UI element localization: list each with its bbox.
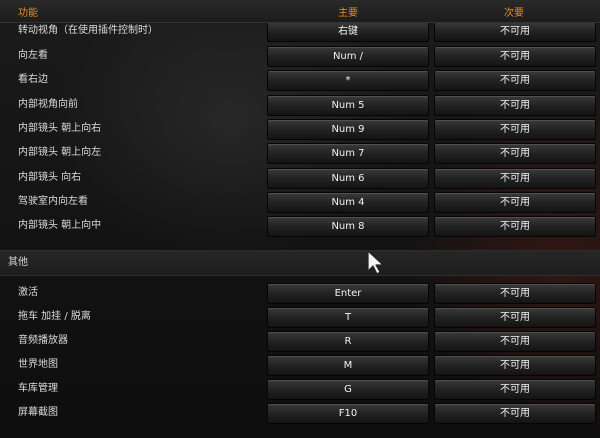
binding-row: 内部视角向前 Num 5 不可用	[0, 93, 600, 117]
action-label: 内部镜头 朝上向中	[18, 220, 102, 231]
binding-row: 内部镜头 朝上向右 Num 9 不可用	[0, 117, 600, 141]
action-label: 内部镜头 朝上向左	[18, 147, 102, 158]
action-label: 屏幕截图	[18, 407, 58, 418]
action-label: 拖车 加挂 / 脱离	[18, 311, 91, 322]
binding-row: 向左看 Num / 不可用	[0, 44, 600, 68]
section-header-other: 其他	[0, 250, 600, 276]
secondary-key-button[interactable]: 不可用	[434, 403, 596, 424]
binding-row: 世界地图 M 不可用	[0, 353, 600, 377]
action-label: 激活	[18, 287, 38, 298]
primary-key-button[interactable]: Num /	[267, 46, 429, 67]
binding-row: 内部镜头 朝上向左 Num 7 不可用	[0, 141, 600, 165]
column-primary-header: 主要	[338, 8, 358, 19]
binding-row: 驾驶室内向左看 Num 4 不可用	[0, 190, 600, 214]
secondary-key-button[interactable]: 不可用	[434, 379, 596, 400]
primary-key-button[interactable]: 右键	[267, 21, 429, 42]
secondary-key-button[interactable]: 不可用	[434, 216, 596, 237]
primary-key-button[interactable]: T	[267, 307, 429, 328]
binding-row: 拖车 加挂 / 脱离 T 不可用	[0, 305, 600, 329]
secondary-key-button[interactable]: 不可用	[434, 70, 596, 91]
secondary-key-button[interactable]: 不可用	[434, 355, 596, 376]
secondary-key-button[interactable]: 不可用	[434, 307, 596, 328]
binding-row: 激活 Enter 不可用	[0, 281, 600, 305]
action-label: 看右边	[18, 74, 48, 85]
column-secondary-header: 次要	[504, 8, 524, 19]
primary-key-button[interactable]: R	[267, 331, 429, 352]
secondary-key-button[interactable]: 不可用	[434, 331, 596, 352]
secondary-key-button[interactable]: 不可用	[434, 119, 596, 140]
primary-key-button[interactable]: G	[267, 379, 429, 400]
action-label: 世界地图	[18, 359, 58, 370]
action-label: 车库管理	[18, 383, 58, 394]
secondary-key-button[interactable]: 不可用	[434, 283, 596, 304]
action-label: 向左看	[18, 50, 48, 61]
action-label: 音频播放器	[18, 335, 68, 346]
action-label: 内部镜头 向右	[18, 172, 82, 183]
section-title: 其他	[8, 257, 28, 268]
action-label: 驾驶室内向左看	[18, 196, 88, 207]
secondary-key-button[interactable]: 不可用	[434, 95, 596, 116]
primary-key-button[interactable]: Num 6	[267, 168, 429, 189]
primary-key-button[interactable]: M	[267, 355, 429, 376]
primary-key-button[interactable]: Num 9	[267, 119, 429, 140]
column-function-header: 功能	[18, 8, 38, 19]
secondary-key-button[interactable]: 不可用	[434, 46, 596, 67]
action-label: 内部镜头 朝上向右	[18, 123, 102, 134]
primary-key-button[interactable]: Enter	[267, 283, 429, 304]
action-label: 内部视角向前	[18, 99, 78, 110]
binding-row: 内部镜头 向右 Num 6 不可用	[0, 166, 600, 190]
secondary-key-button[interactable]: 不可用	[434, 192, 596, 213]
secondary-key-button[interactable]: 不可用	[434, 143, 596, 164]
binding-row: 内部镜头 朝上向中 Num 8 不可用	[0, 214, 600, 238]
secondary-key-button[interactable]: 不可用	[434, 168, 596, 189]
primary-key-button[interactable]: Num 7	[267, 143, 429, 164]
binding-row: 音频播放器 R 不可用	[0, 329, 600, 353]
primary-key-button[interactable]: Num 8	[267, 216, 429, 237]
action-label: 转动视角（在使用插件控制时）	[18, 25, 158, 36]
binding-row: 车库管理 G 不可用	[0, 377, 600, 401]
primary-key-button[interactable]: *	[267, 70, 429, 91]
primary-key-button[interactable]: Num 4	[267, 192, 429, 213]
primary-key-button[interactable]: F10	[267, 403, 429, 424]
binding-row: 转动视角（在使用插件控制时） 右键 不可用	[0, 19, 600, 43]
column-header-overlay: 功能 主要 次要	[0, 0, 600, 23]
binding-row: 屏幕截图 F10 不可用	[0, 401, 600, 425]
primary-key-button[interactable]: Num 5	[267, 95, 429, 116]
secondary-key-button[interactable]: 不可用	[434, 21, 596, 42]
mouse-cursor-icon	[367, 250, 384, 275]
binding-row: 看右边 * 不可用	[0, 68, 600, 92]
